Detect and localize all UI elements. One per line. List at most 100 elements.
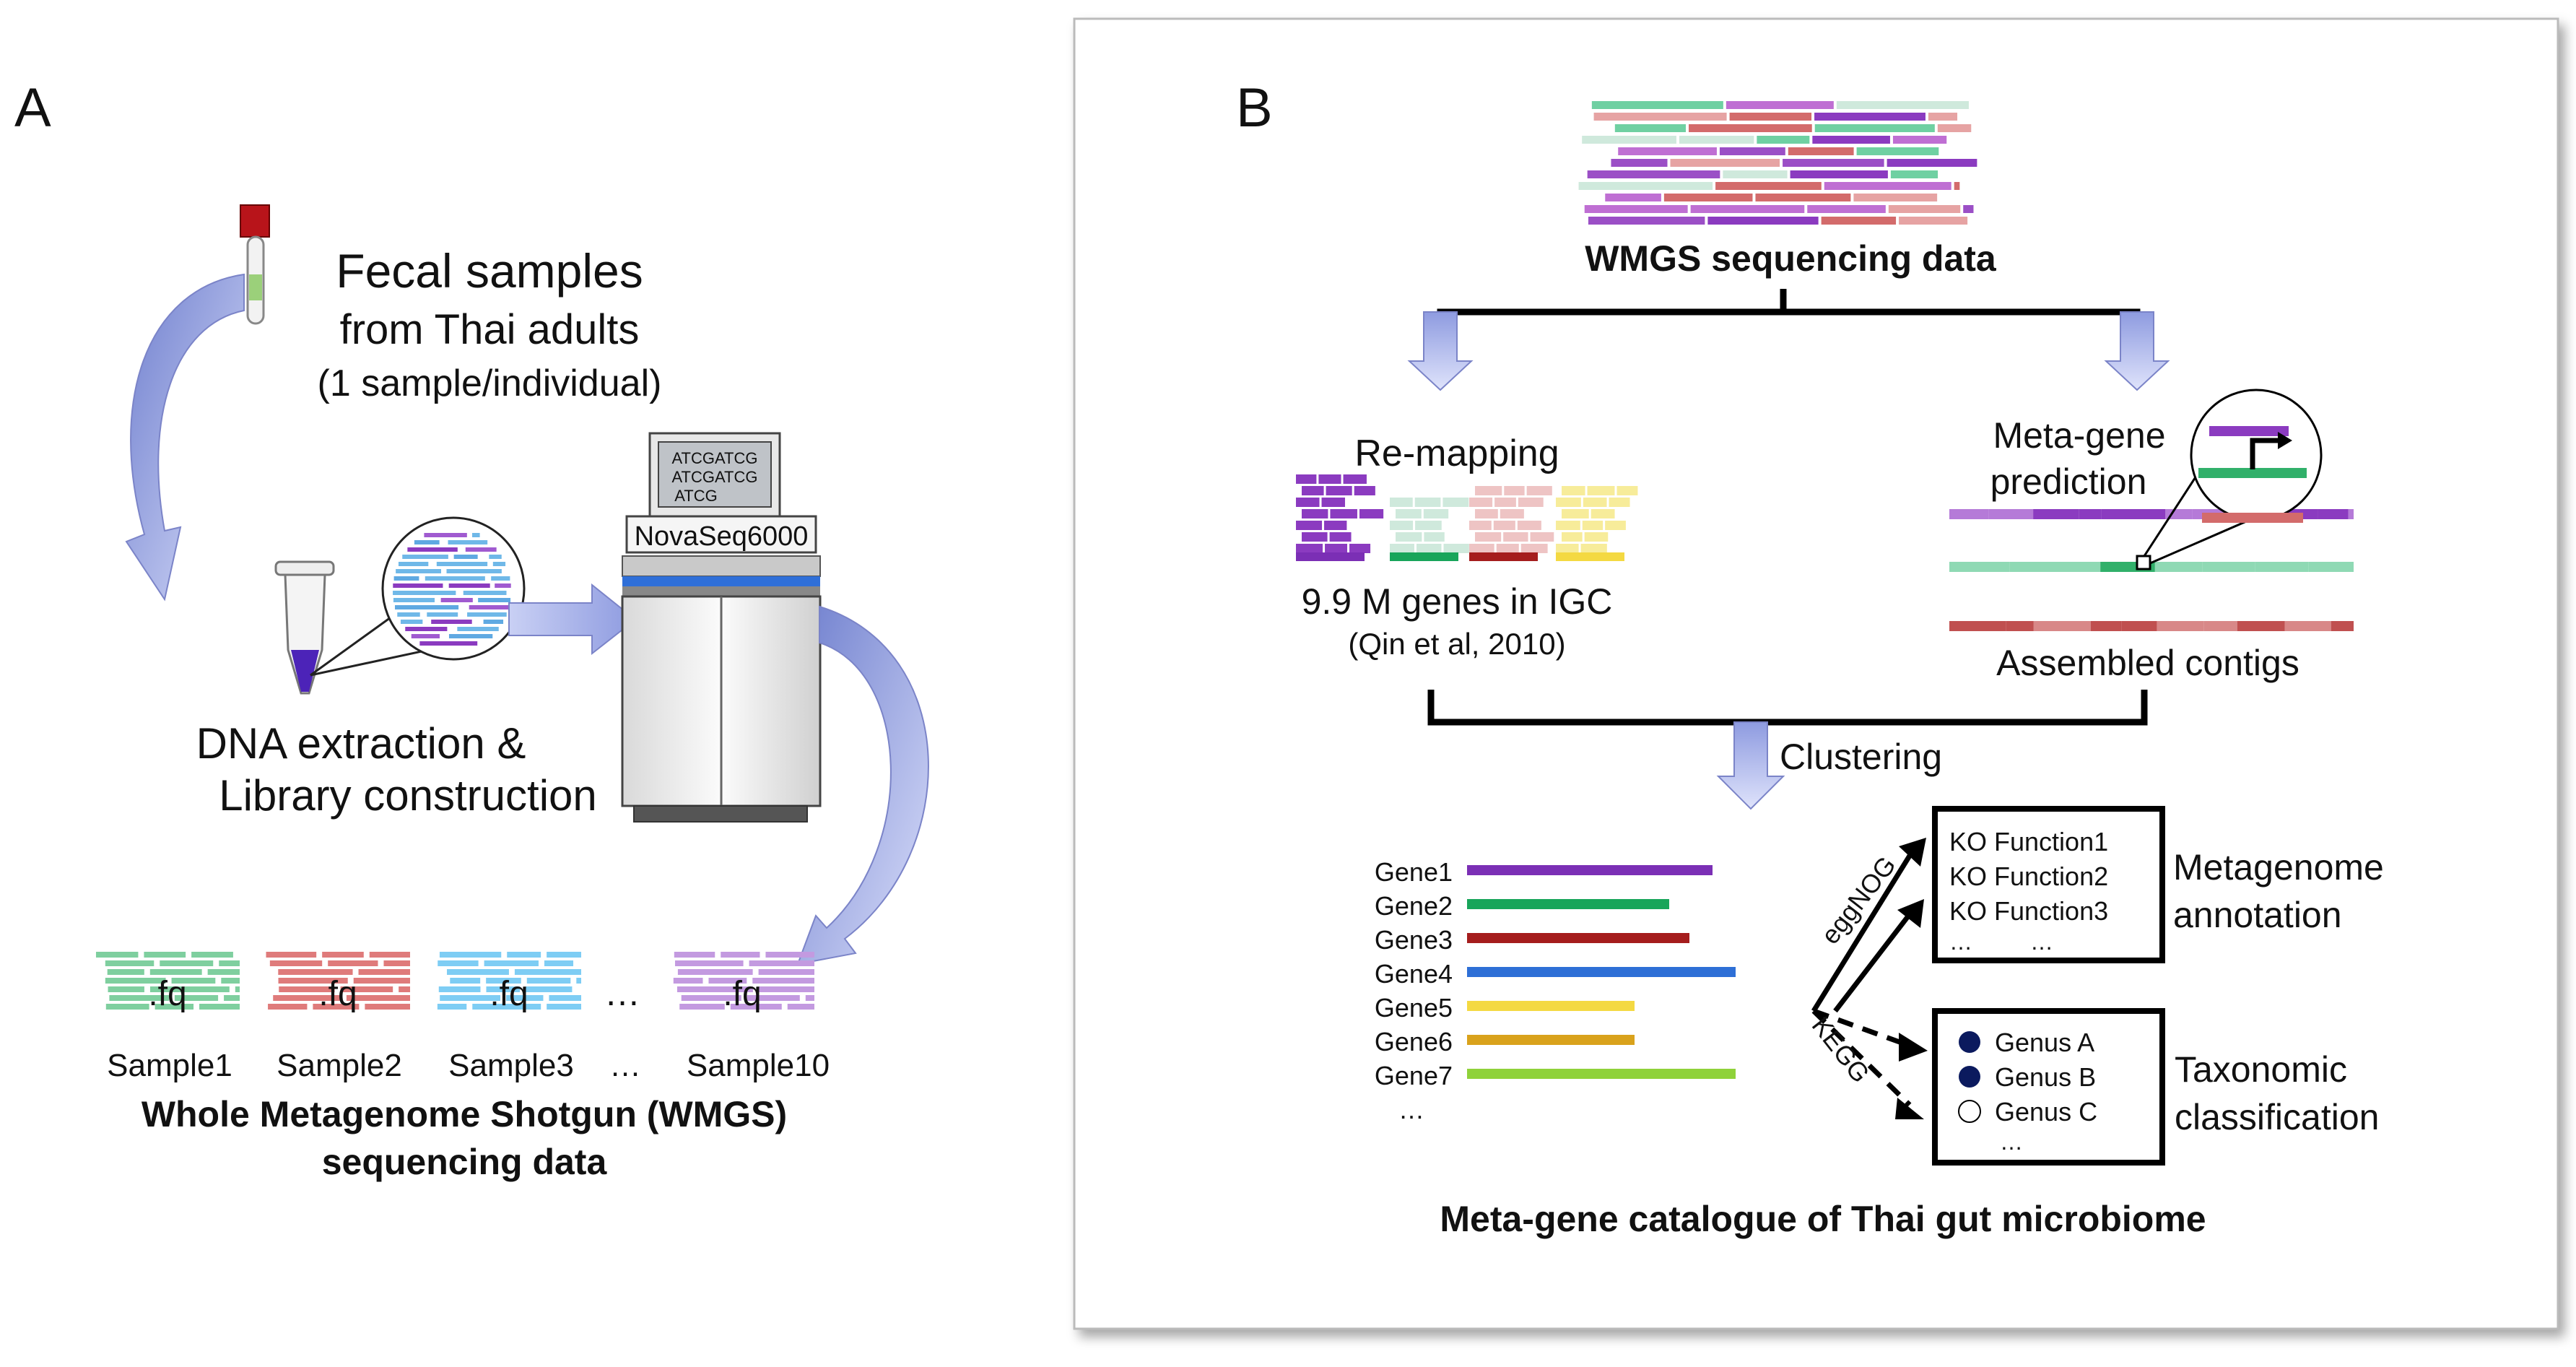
igc-line-1: 9.9 M genes in IGC xyxy=(1302,581,1613,622)
gene-label-8: … xyxy=(1398,1095,1424,1124)
annotation-arrows xyxy=(1811,838,1928,1119)
remap-block xyxy=(1443,498,1469,507)
ko-line-4a: … xyxy=(1949,929,1972,955)
contigs-label: Assembled contigs xyxy=(1996,643,2299,683)
remap-block xyxy=(1493,521,1515,530)
sequencer-name: NovaSeq6000 xyxy=(635,521,809,552)
genus-line-4: … xyxy=(2000,1129,2023,1155)
fq-read xyxy=(95,952,139,958)
fq-ellipsis: … xyxy=(604,973,640,1013)
remap-block xyxy=(1423,509,1449,518)
fq-read xyxy=(221,978,240,984)
remap-group-3 xyxy=(1469,486,1554,561)
fq-read xyxy=(266,952,317,958)
fq-read xyxy=(486,986,521,992)
down-arrow-metagene xyxy=(2104,311,2170,391)
wmgs-read xyxy=(1888,205,1961,213)
annotation-line-2: annotation xyxy=(2173,895,2342,935)
fq-read xyxy=(278,969,353,975)
gene-bar-4 xyxy=(1467,967,1736,977)
fq-read xyxy=(191,952,233,958)
gene-label-1: Gene1 xyxy=(1375,857,1453,887)
fecal-line-3: (1 sample/individual) xyxy=(318,363,662,404)
wmgs-data-label: WMGS sequencing data xyxy=(1585,238,1997,279)
screen-line-1: ATCGATCG xyxy=(672,449,758,467)
fq-read xyxy=(353,978,410,984)
dna-reads-zoom xyxy=(310,516,526,677)
fq-read xyxy=(399,986,410,992)
fq-read xyxy=(105,1004,149,1010)
fq-read xyxy=(340,986,393,992)
remap-base xyxy=(1390,552,1458,561)
wmgs-read xyxy=(1836,101,1969,109)
fq-read xyxy=(279,986,335,992)
wmgs-read xyxy=(1821,217,1897,225)
remapping-blocks xyxy=(1296,474,1638,561)
remap-block xyxy=(1562,509,1589,518)
remap-block xyxy=(1354,486,1375,495)
wmgs-read xyxy=(1614,124,1687,132)
remap-block xyxy=(1390,498,1413,507)
remap-block xyxy=(1520,544,1548,553)
wmgs-read xyxy=(1757,136,1810,144)
wmgs-read xyxy=(1611,159,1668,167)
zoom-read xyxy=(483,620,504,624)
fq-read xyxy=(514,969,581,975)
remap-block xyxy=(1296,544,1323,553)
fq-read xyxy=(108,986,144,992)
gene-bar-1 xyxy=(1467,865,1713,875)
remap-block xyxy=(1414,498,1441,507)
fq-read xyxy=(674,952,715,958)
remap-block xyxy=(1587,486,1615,495)
genus-line-1: Genus A xyxy=(1995,1028,2094,1057)
zoom-read xyxy=(400,620,423,624)
fq-read xyxy=(484,960,539,966)
genus-c-dot-icon xyxy=(1958,1100,1981,1123)
remap-block xyxy=(1296,498,1320,507)
fq-stack-2: .fq xyxy=(266,952,410,1013)
fq-read xyxy=(438,986,481,992)
zoom-read xyxy=(489,555,502,559)
wmgs-read xyxy=(1729,113,1812,121)
zoom-read xyxy=(398,562,429,566)
remap-block xyxy=(1582,521,1604,530)
remap-block xyxy=(1496,544,1519,553)
dna-line-2: Library construction xyxy=(219,771,597,820)
fq-read xyxy=(447,969,509,975)
sequencer-machine: ATCGATCG ATCGATCG ATCG NovaSeq6000 xyxy=(621,432,822,823)
contig-segment xyxy=(2101,509,2166,519)
taxonomic-line-1: Taxonomic xyxy=(2175,1049,2347,1090)
panel-b: B WMGS sequencing data Re-mapping 9.9 M … xyxy=(1073,17,2559,1330)
contig-segment xyxy=(2006,621,2034,631)
fq-read xyxy=(674,960,744,966)
contig-segment xyxy=(2284,621,2331,631)
remap-block xyxy=(1390,544,1414,553)
remap-block xyxy=(1518,498,1544,507)
zoom-read xyxy=(407,547,458,552)
wmgs-read xyxy=(1937,124,1972,132)
remap-block xyxy=(1503,532,1528,542)
contig-segment xyxy=(2090,621,2122,631)
wmgs-read xyxy=(1824,182,1951,190)
zoom-read xyxy=(396,569,441,573)
gene-label-4: Gene4 xyxy=(1375,959,1453,989)
remap-base xyxy=(1296,552,1365,561)
fq-read xyxy=(439,952,502,958)
fq-read xyxy=(547,952,581,958)
wmgs-read xyxy=(1605,194,1661,201)
remap-block xyxy=(1475,509,1498,518)
sample-label-3: Sample3 xyxy=(448,1048,574,1083)
fq-read xyxy=(105,960,155,966)
panel-b-frame xyxy=(1073,17,2559,1330)
gene-label-7: Gene7 xyxy=(1375,1061,1453,1090)
wmgs-read xyxy=(1954,182,1960,190)
fq-read xyxy=(171,978,216,984)
sample-label-10: Sample10 xyxy=(687,1048,830,1083)
fq-read xyxy=(526,978,571,984)
gene-bar-3 xyxy=(1467,933,1689,943)
zoom-read xyxy=(405,627,448,631)
fq-read xyxy=(383,960,410,966)
screen-line-2: ATCGATCG xyxy=(672,468,758,486)
wmgs-read xyxy=(1679,136,1754,144)
zoom-read xyxy=(424,533,467,537)
